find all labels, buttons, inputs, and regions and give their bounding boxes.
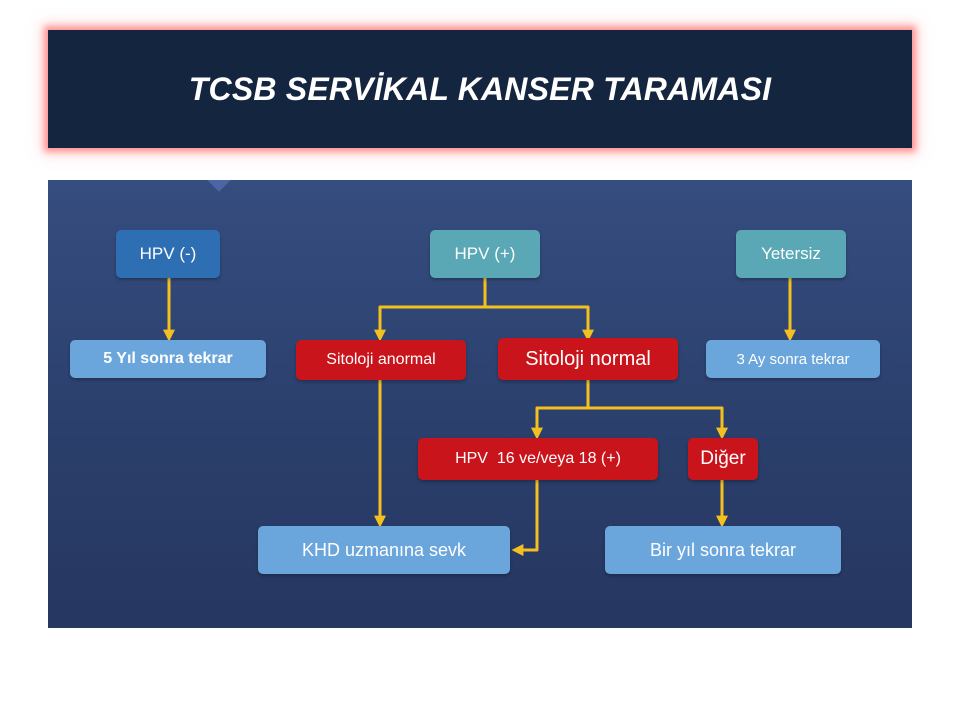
one-year-retest-box: Bir yıl sonra tekrar: [605, 526, 841, 574]
five-year-retest-label: 5 Yıl sonra tekrar: [103, 350, 233, 367]
specialist-referral-box: KHD uzmanına sevk: [258, 526, 510, 574]
cytology-abnormal-box: Sitoloji anormal: [296, 340, 466, 380]
cytology-normal-label: Sitoloji normal: [525, 347, 651, 370]
slide-title: TCSB SERVİKAL KANSER TARAMASI: [188, 70, 772, 107]
hpv-negative-label: HPV (-): [139, 244, 197, 263]
flow-arrows: [163, 278, 796, 556]
hpv-16-18-box: HPV 16 ve/veya 18 (+): [418, 438, 658, 480]
one-year-retest-label: Bir yıl sonra tekrar: [649, 539, 797, 560]
five-year-retest-box: 5 Yıl sonra tekrar: [70, 340, 266, 378]
edge-hpvpos-to-anormal: [374, 278, 487, 342]
three-month-retest-label: 3 Ay sonra tekrar: [736, 350, 850, 368]
insufficient-box: Yetersiz: [736, 230, 846, 278]
other-label: Diğer: [700, 448, 746, 469]
hpv-negative-box: HPV (-): [116, 230, 220, 278]
edge-normal-to-diger: [588, 406, 728, 440]
cytology-abnormal-label: Sitoloji anormal: [326, 351, 436, 368]
edge-hpv1618-to-khd: [511, 480, 539, 556]
hpv-positive-box: HPV (+): [430, 230, 540, 278]
cytology-normal-box: Sitoloji normal: [498, 338, 678, 380]
edge-normal-to-hpv1618: [531, 380, 590, 440]
hpv-positive-label: HPV (+): [454, 244, 516, 263]
title-banner: TCSB SERVİKAL KANSER TARAMASI: [48, 30, 912, 148]
hpv-16-18-label: HPV 16 ve/veya 18 (+): [455, 450, 621, 467]
insufficient-label: Yetersiz: [761, 244, 821, 263]
edge-hpvpos-to-normal: [485, 305, 594, 342]
other-box: Diğer: [688, 438, 758, 480]
three-month-retest-box: 3 Ay sonra tekrar: [706, 340, 880, 378]
flowchart-panel: HPV (-) HPV (+) Yetersiz 5 Yıl sonra tek…: [48, 180, 912, 628]
specialist-referral-label: KHD uzmanına sevk: [301, 539, 467, 560]
